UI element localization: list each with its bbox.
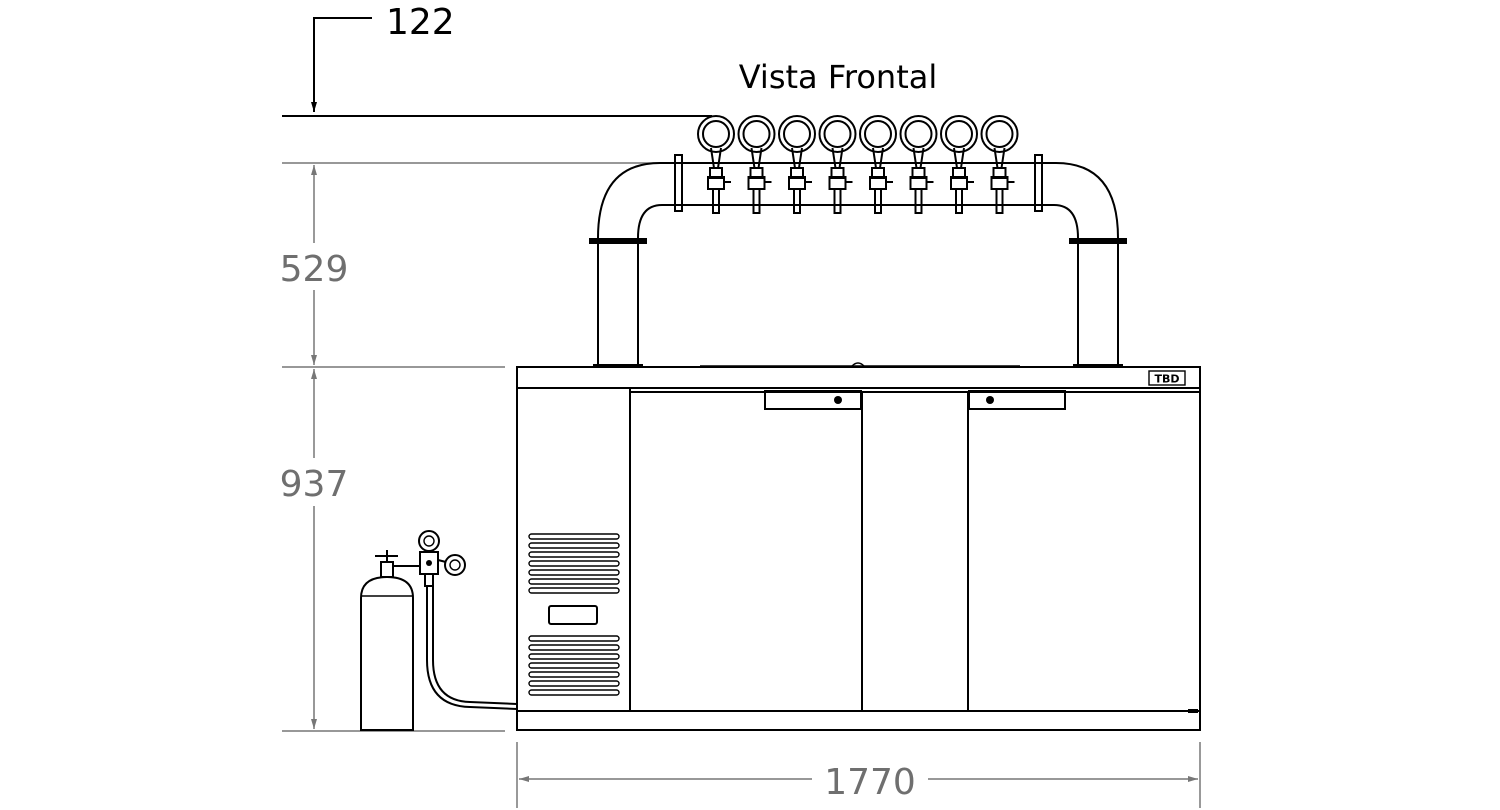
tap xyxy=(899,115,938,214)
vent-slat xyxy=(528,551,620,558)
beer-tower xyxy=(589,115,1127,366)
width-dimension: 1770 xyxy=(516,742,1201,808)
tap xyxy=(980,115,1019,214)
brand-badge: TBD xyxy=(1154,373,1179,386)
vent-slat xyxy=(528,653,620,660)
tap-row xyxy=(697,115,1019,214)
co2-cylinder xyxy=(360,550,420,731)
dim-total-width: 1770 xyxy=(824,762,916,803)
door-right xyxy=(967,391,1201,712)
vent-slat xyxy=(528,560,620,567)
door-handle-right xyxy=(968,390,1066,410)
vent-slat xyxy=(528,542,620,549)
vent-slat xyxy=(528,635,620,642)
tap xyxy=(818,115,857,214)
vent-grille-upper xyxy=(528,533,620,594)
tap xyxy=(697,115,735,214)
top-offset-dimension: 122 xyxy=(282,2,712,117)
vent-slat xyxy=(528,533,620,540)
tap xyxy=(859,115,897,214)
door-left xyxy=(629,391,863,712)
vent-slat xyxy=(528,680,620,687)
dim-top-offset: 122 xyxy=(386,2,455,43)
vent-slat xyxy=(528,569,620,576)
vent-grille-lower xyxy=(528,635,620,696)
tap xyxy=(940,115,978,214)
vent-slat xyxy=(528,578,620,585)
vertical-dimensions: 529 937 xyxy=(280,162,676,732)
dim-tower-height: 529 xyxy=(280,249,349,290)
control-panel xyxy=(548,605,598,625)
gas-regulator xyxy=(418,530,518,710)
door-handle-left xyxy=(764,390,862,410)
vent-slat xyxy=(528,662,620,669)
view-title: Vista Frontal xyxy=(739,58,938,96)
vent-slat xyxy=(528,671,620,678)
vent-slat xyxy=(528,644,620,651)
dim-cabinet-height: 937 xyxy=(280,464,349,505)
vent-slat xyxy=(528,689,620,696)
back-bar-cooler: TBD xyxy=(516,362,1201,731)
tap xyxy=(778,115,816,214)
tap xyxy=(737,115,776,214)
vent-slat xyxy=(528,587,620,594)
